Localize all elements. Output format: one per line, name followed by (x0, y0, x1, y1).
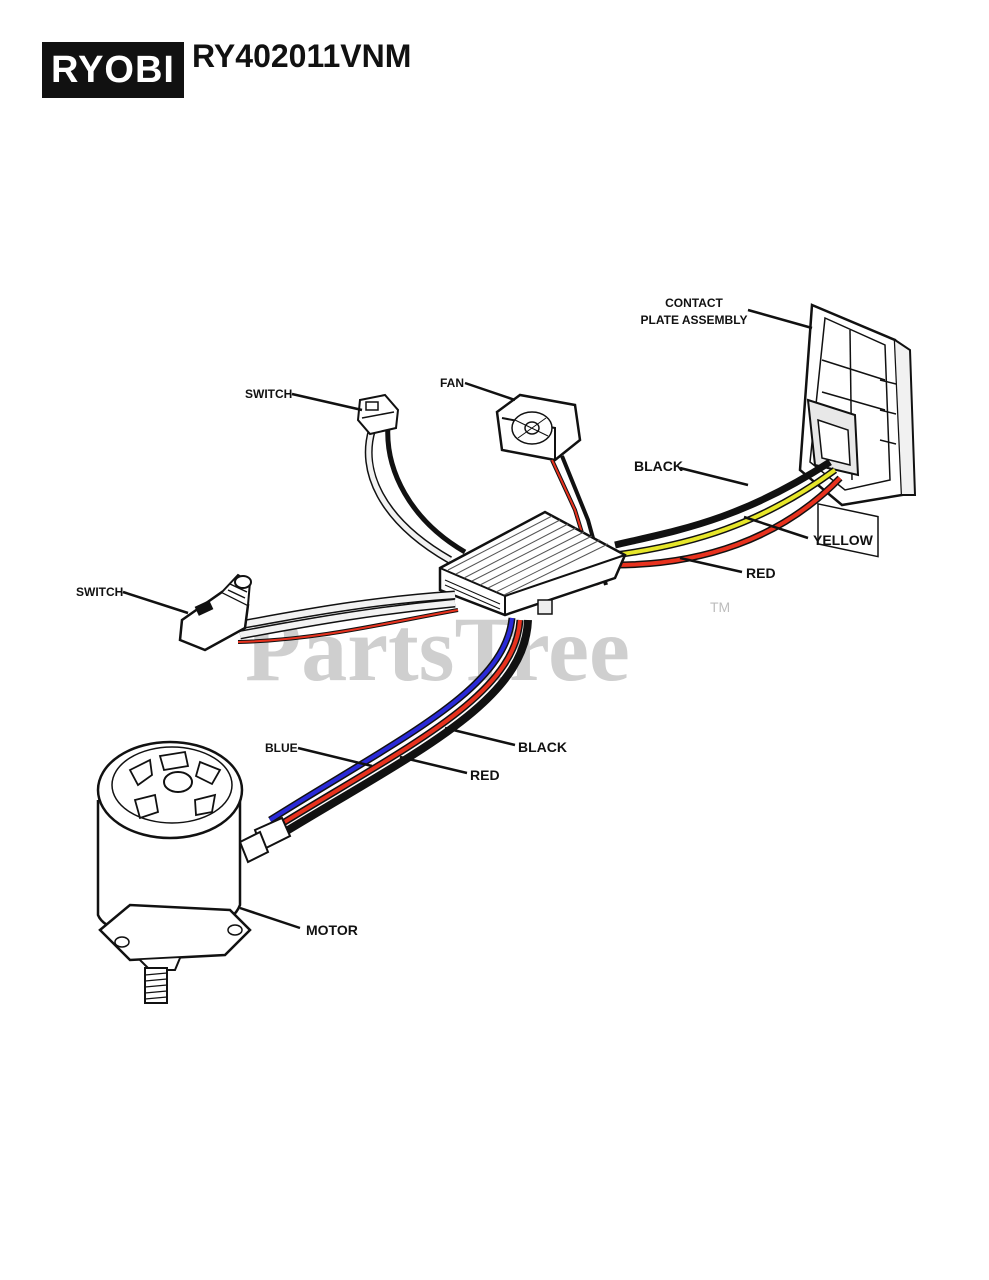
label-black-lower: BLACK (518, 739, 567, 755)
label-motor: MOTOR (306, 922, 358, 938)
leader-switch-top (291, 392, 363, 412)
leader-red-lower (399, 755, 468, 775)
leader-red-right (679, 556, 743, 574)
switch-left (178, 573, 252, 652)
label-red-right: RED (746, 565, 776, 581)
label-fan: FAN (440, 376, 464, 390)
leader-contact (747, 308, 813, 330)
leader-blue (297, 746, 373, 768)
contact-plate-assembly (798, 303, 917, 558)
watermark-tm: TM (710, 599, 730, 615)
label-contact-line1: CONTACT (665, 296, 723, 310)
wire-black-right (614, 459, 832, 549)
switch-top (356, 393, 400, 436)
leader-black-right (679, 466, 749, 487)
model-number: RY402011VNM (192, 38, 412, 74)
label-yellow: YELLOW (813, 532, 874, 548)
motor (96, 740, 252, 1004)
label-red-lower: RED (470, 767, 500, 783)
label-contact-line2: PLATE ASSEMBLY (641, 313, 748, 327)
leader-yellow (743, 515, 809, 540)
fan (495, 393, 582, 462)
leader-fan (464, 381, 516, 402)
label-blue: BLUE (265, 741, 298, 755)
leader-switch-left (122, 590, 189, 615)
controller-heatsink (438, 510, 627, 617)
motor-connector (238, 816, 292, 864)
ryobi-logo: RYOBI (42, 42, 184, 98)
label-switch-top: SWITCH (245, 387, 292, 401)
leader-motor (239, 906, 301, 930)
wire-switch-top-black (385, 424, 467, 555)
label-switch-left: SWITCH (76, 585, 123, 599)
leader-black-lower (444, 726, 516, 747)
wire-black-lower (282, 619, 532, 836)
label-black-right: BLACK (634, 458, 683, 474)
